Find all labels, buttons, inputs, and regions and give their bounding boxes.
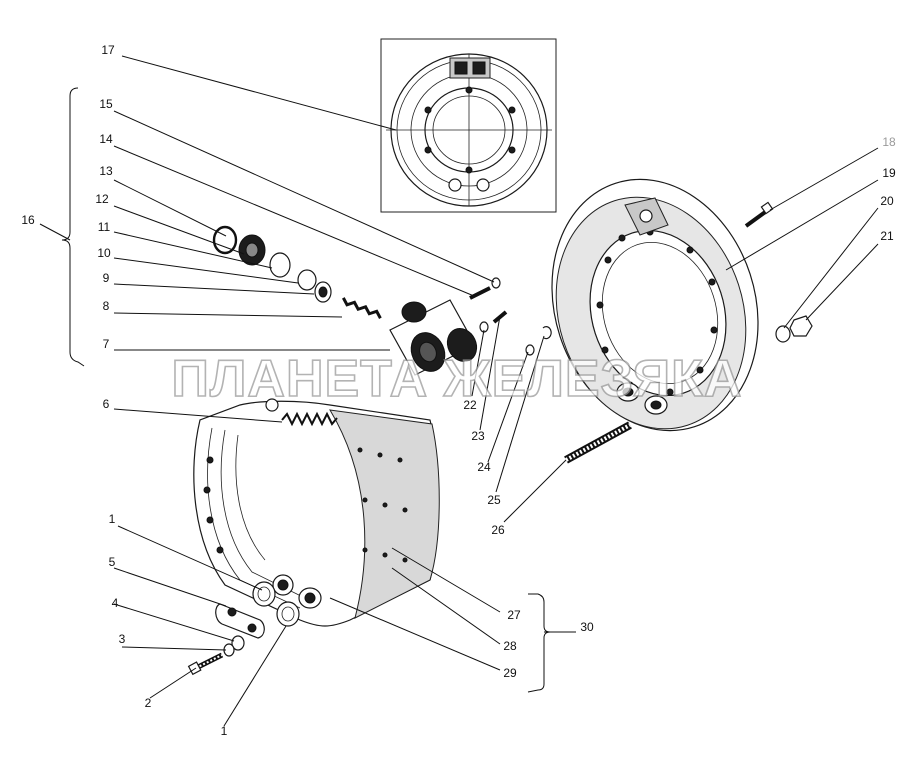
callout-15: 15 (99, 97, 113, 111)
leader-lines (39, 55, 879, 727)
callout-25: 25 (487, 493, 501, 507)
callout-6: 6 (103, 397, 110, 411)
callout-18: 18 (882, 135, 896, 149)
callout-9: 9 (103, 271, 110, 285)
callout-22: 22 (463, 398, 477, 412)
callout-14: 14 (99, 132, 113, 146)
watermark-text: ПЛАНЕТА ЖЕЛЕЗЯКА (172, 350, 743, 408)
bracket-30 (527, 593, 551, 693)
callout-26: 26 (491, 523, 505, 537)
callout-3: 3 (119, 632, 126, 646)
callout-5: 5 (109, 555, 116, 569)
callout-13: 13 (99, 164, 113, 178)
backing-plate (551, 178, 813, 464)
callout-30: 30 (580, 620, 594, 634)
callout-7: 7 (103, 337, 110, 351)
callout-1-lower: 1 (221, 724, 228, 738)
callout-1-upper: 1 (109, 512, 116, 526)
callout-24: 24 (477, 460, 491, 474)
bracket-16 (61, 87, 85, 367)
callout-12: 12 (95, 192, 109, 206)
callout-28: 28 (503, 639, 517, 653)
callout-23: 23 (471, 429, 485, 443)
brake-shoe-assembly (193, 398, 440, 627)
callout-20: 20 (880, 194, 894, 208)
callout-17: 17 (101, 43, 115, 57)
callout-29: 29 (503, 666, 517, 680)
callout-19: 19 (882, 166, 896, 180)
inset-assembly-view (380, 38, 557, 213)
wheel-cylinder-group (212, 225, 552, 376)
callout-10: 10 (97, 246, 111, 260)
callout-11: 11 (98, 220, 111, 234)
callout-2: 2 (145, 696, 152, 710)
callout-8: 8 (103, 299, 110, 313)
callout-27: 27 (507, 608, 521, 622)
callout-21: 21 (880, 229, 894, 243)
callout-labels: 17 15 14 13 12 11 10 9 8 7 6 16 1 5 4 3 … (21, 43, 896, 738)
callout-16: 16 (21, 213, 35, 227)
callout-4: 4 (112, 596, 119, 610)
